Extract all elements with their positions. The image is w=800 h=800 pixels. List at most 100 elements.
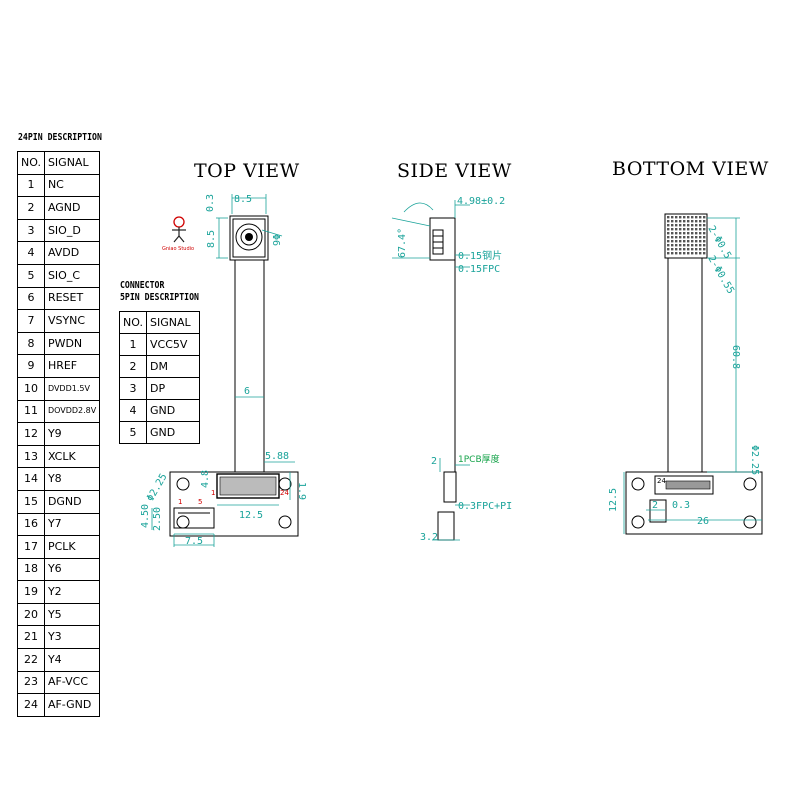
- pin-signal: Y7: [43, 512, 101, 537]
- bga-pad: [675, 248, 678, 251]
- bga-pad: [703, 240, 706, 243]
- dim-connector-h1: 4.8: [200, 470, 211, 488]
- dim-bottom-2: 2-Φ0.55: [705, 254, 736, 296]
- bga-pad: [667, 216, 670, 219]
- top-view-drawing: 8.5 0.3 8.5 Φ6 6 5.88 4.8 1.9 Φ2.25 12.5…: [140, 194, 307, 547]
- dim-usb-h1: 4.50: [140, 504, 151, 528]
- bga-pad: [687, 216, 690, 219]
- bga-pad: [667, 248, 670, 251]
- bga-pad: [667, 224, 670, 227]
- bga-pad: [679, 240, 682, 243]
- bga-pad: [703, 224, 706, 227]
- camera-module: [229, 215, 269, 261]
- bga-pad: [699, 248, 702, 251]
- bga-pad: [687, 220, 690, 223]
- bga-pad: [675, 228, 678, 231]
- bga-pad: [679, 224, 682, 227]
- bga-pad: [667, 232, 670, 235]
- bottom-view-title: BOTTOM VIEW: [612, 158, 769, 180]
- side-module: [429, 217, 456, 261]
- bga-pad: [683, 248, 686, 251]
- bga-pad: [671, 240, 674, 243]
- bga-pad: [671, 252, 674, 255]
- bga-pad: [671, 216, 674, 219]
- dim-bottom-1: 2-Φ0.5: [705, 224, 733, 261]
- pin-1-marker: 1: [211, 489, 215, 497]
- dim-bottom-length: 60.8: [730, 345, 741, 369]
- bga-pad: [691, 240, 694, 243]
- pcb-thickness-note: 1PCB厚度: [458, 453, 500, 465]
- side-view-title: SIDE VIEW: [397, 160, 512, 182]
- bga-pad: [703, 220, 706, 223]
- bga-pad: [671, 224, 674, 227]
- mount-hole: [631, 477, 645, 491]
- bga-pad: [671, 244, 674, 247]
- bga-pad: [699, 216, 702, 219]
- bga-pad: [675, 252, 678, 255]
- side-pcb: [443, 471, 457, 503]
- bga-pad: [691, 224, 694, 227]
- bga-pad: [679, 236, 682, 239]
- bga-pad: [683, 220, 686, 223]
- bga-pad: [679, 232, 682, 235]
- pin-signal: HREF: [43, 354, 101, 378]
- dim-thickness: 4.98±0.2: [457, 196, 505, 207]
- dim-usb-width: 7.5: [185, 536, 203, 547]
- bga-pad: [699, 240, 702, 243]
- connector-pin-signal: VCC5V: [146, 333, 200, 356]
- bottom-connector: [654, 475, 714, 495]
- dim-side-usb: 3.2: [420, 532, 438, 543]
- bga-pad: [699, 244, 702, 247]
- bga-pad: [667, 240, 670, 243]
- bga-pad: [691, 244, 694, 247]
- bga-pad: [703, 236, 706, 239]
- bga-pad: [687, 252, 690, 255]
- dim-bottom-gap2: 0.3: [672, 500, 690, 511]
- bga-pad: [699, 252, 702, 255]
- bga-pad: [695, 232, 698, 235]
- bga-pad: [671, 248, 674, 251]
- bga-pad: [703, 248, 706, 251]
- side-usb: [437, 511, 455, 541]
- bga-pad: [695, 216, 698, 219]
- bga-pad: [687, 228, 690, 231]
- bottom-pcb: [625, 471, 763, 535]
- dim-hole: Φ2.25: [145, 472, 170, 504]
- side-view-drawing: 67.4° 4.98±0.2 0.15钢片 0.15FPC 1PCB厚度 2 0…: [391, 196, 512, 543]
- connector-title-2: 5PIN DESCRIPTION: [120, 292, 199, 303]
- mount-hole: [278, 515, 292, 529]
- dim-fpc: 0.15FPC: [458, 264, 500, 275]
- bga-pad: [667, 252, 670, 255]
- bga-pad: [679, 220, 682, 223]
- bottom-module: [664, 213, 708, 259]
- dim-usb-h2: 2.50: [152, 507, 163, 531]
- bga-pad: [667, 228, 670, 231]
- logo-text: Gniao Studio: [162, 246, 194, 252]
- bga-pad: [675, 244, 678, 247]
- bga-pad: [679, 248, 682, 251]
- bga-pad: [695, 228, 698, 231]
- mount-hole: [631, 515, 645, 529]
- pin-signal: Y2: [43, 580, 101, 604]
- bga-pad: [691, 232, 694, 235]
- bga-pad: [703, 216, 706, 219]
- dim-fpc-pi: 0.3FPC+PI: [458, 501, 512, 512]
- bga-pad: [695, 224, 698, 227]
- pin-table-title: 24PIN DESCRIPTION: [18, 132, 102, 143]
- bga-pad: [703, 244, 706, 247]
- bottom-view-drawing: 2-Φ0.5 2-Φ0.55 60.8 Φ2.25 12.5 2 0.3 26 …: [608, 213, 763, 535]
- bga-pad: [695, 252, 698, 255]
- connector-title-1: CONNECTOR: [120, 280, 165, 291]
